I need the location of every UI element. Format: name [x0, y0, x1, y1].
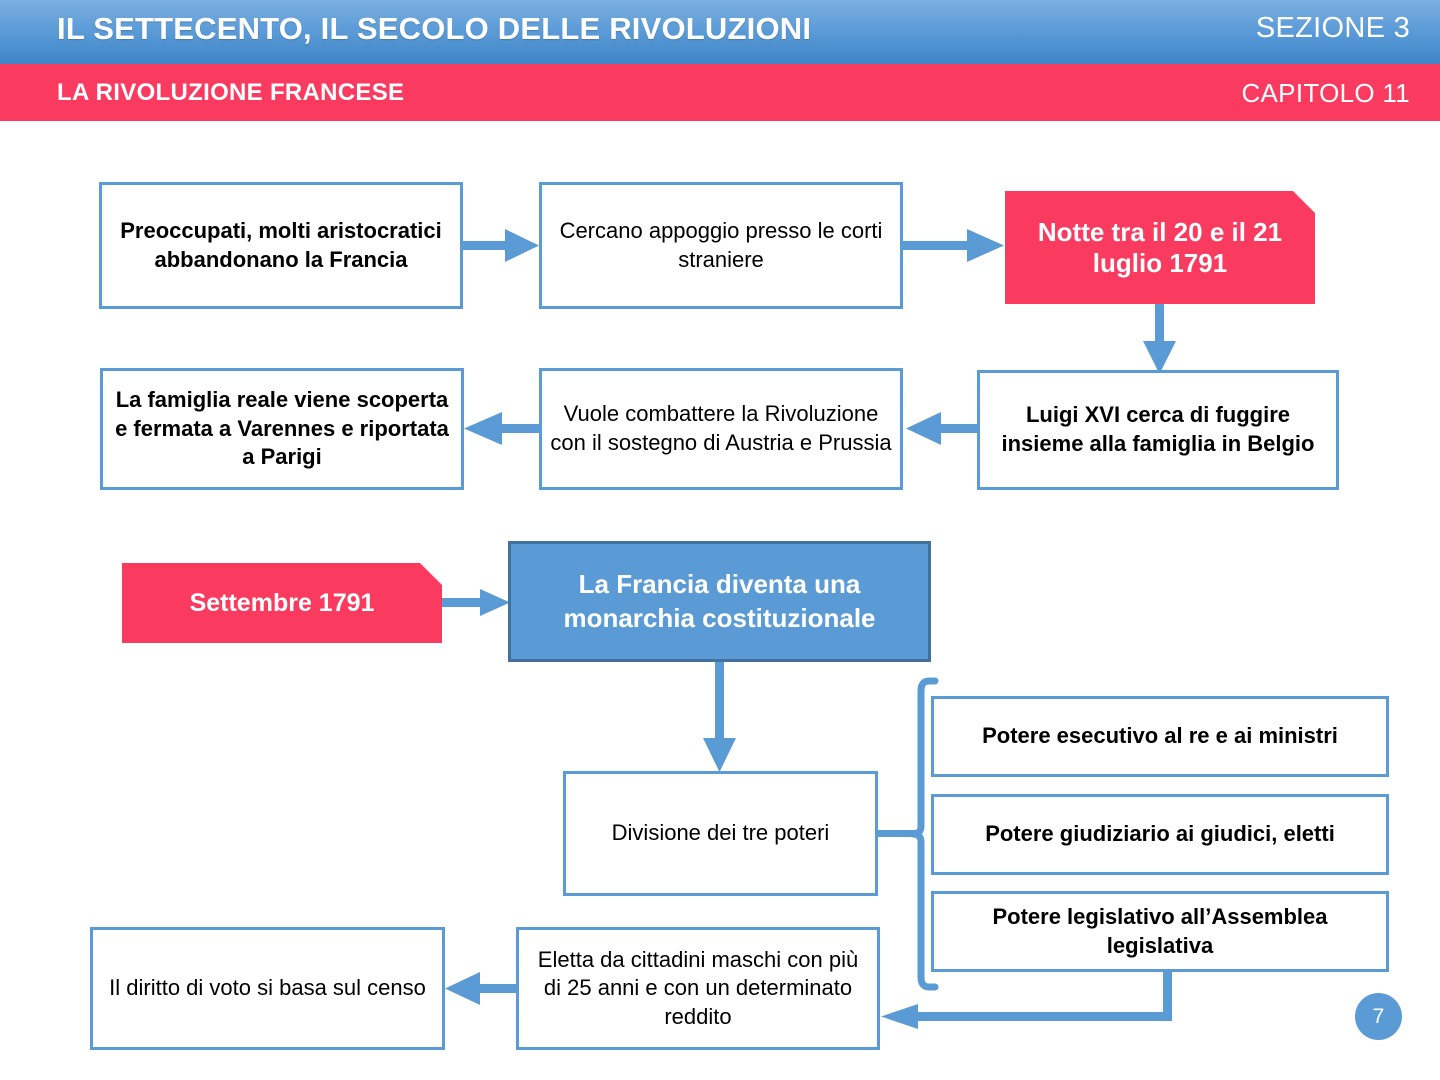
chapter-label: CAPITOLO 11 [1241, 78, 1410, 108]
subheader-band [0, 64, 1440, 121]
page-title: IL SETTECENTO, IL SECOLO DELLE RIVOLUZIO… [57, 11, 812, 46]
arrow-notte-to-luigi [1143, 303, 1176, 374]
node-famiglia-scoperta[interactable]: La famiglia reale viene scoperta e ferma… [100, 368, 464, 490]
node-divisione-tre-poteri[interactable]: Divisione dei tre poteri [563, 771, 878, 896]
node-aristocratici[interactable]: Preoccupati, molti aristocratici abbando… [99, 182, 463, 309]
page-number-badge: 7 [1355, 993, 1402, 1040]
node-notte-luglio[interactable]: Notte tra il 20 e il 21 luglio 1791 [1005, 191, 1315, 304]
node-vuole-combattere[interactable]: Vuole combattere la Rivoluzione con il s… [539, 368, 903, 490]
node-luigi-fugge[interactable]: Luigi XVI cerca di fuggire insieme alla … [977, 370, 1339, 490]
arrow-settembre-to-monarchia [441, 589, 510, 616]
arrow-vuole-to-famiglia [464, 412, 542, 445]
node-potere-giudiziario[interactable]: Potere giudiziario ai giudici, eletti [931, 794, 1389, 875]
arrow-eletta-to-diritto [445, 972, 520, 1005]
node-eletta-cittadini[interactable]: Eletta da cittadini maschi con più di 25… [516, 927, 880, 1050]
node-potere-legislativo[interactable]: Potere legislativo all’Assemblea legisla… [931, 891, 1389, 972]
node-diritto-di-voto[interactable]: Il diritto di voto si basa sul censo [90, 927, 445, 1050]
node-potere-esecutivo[interactable]: Potere esecutivo al re e ai ministri [931, 696, 1389, 777]
arrow-luigi-to-vuole [906, 412, 980, 445]
arrow-corti-to-notte [903, 229, 1004, 262]
arrow-monarchia-to-divisione [703, 660, 736, 772]
node-monarchia-costituzionale[interactable]: La Francia diventa una monarchia costitu… [508, 541, 931, 662]
section-label: SEZIONE 3 [1255, 12, 1410, 44]
node-settembre-1791[interactable]: Settembre 1791 [122, 563, 442, 643]
subheader-title: LA RIVOLUZIONE FRANCESE [57, 79, 405, 106]
node-corti-straniere[interactable]: Cercano appoggio presso le corti stranie… [539, 182, 903, 309]
header-band [0, 0, 1440, 64]
arrow-aristocratici-to-corti [463, 229, 539, 262]
arrow-legislativa-to-eletta [881, 968, 1172, 1029]
